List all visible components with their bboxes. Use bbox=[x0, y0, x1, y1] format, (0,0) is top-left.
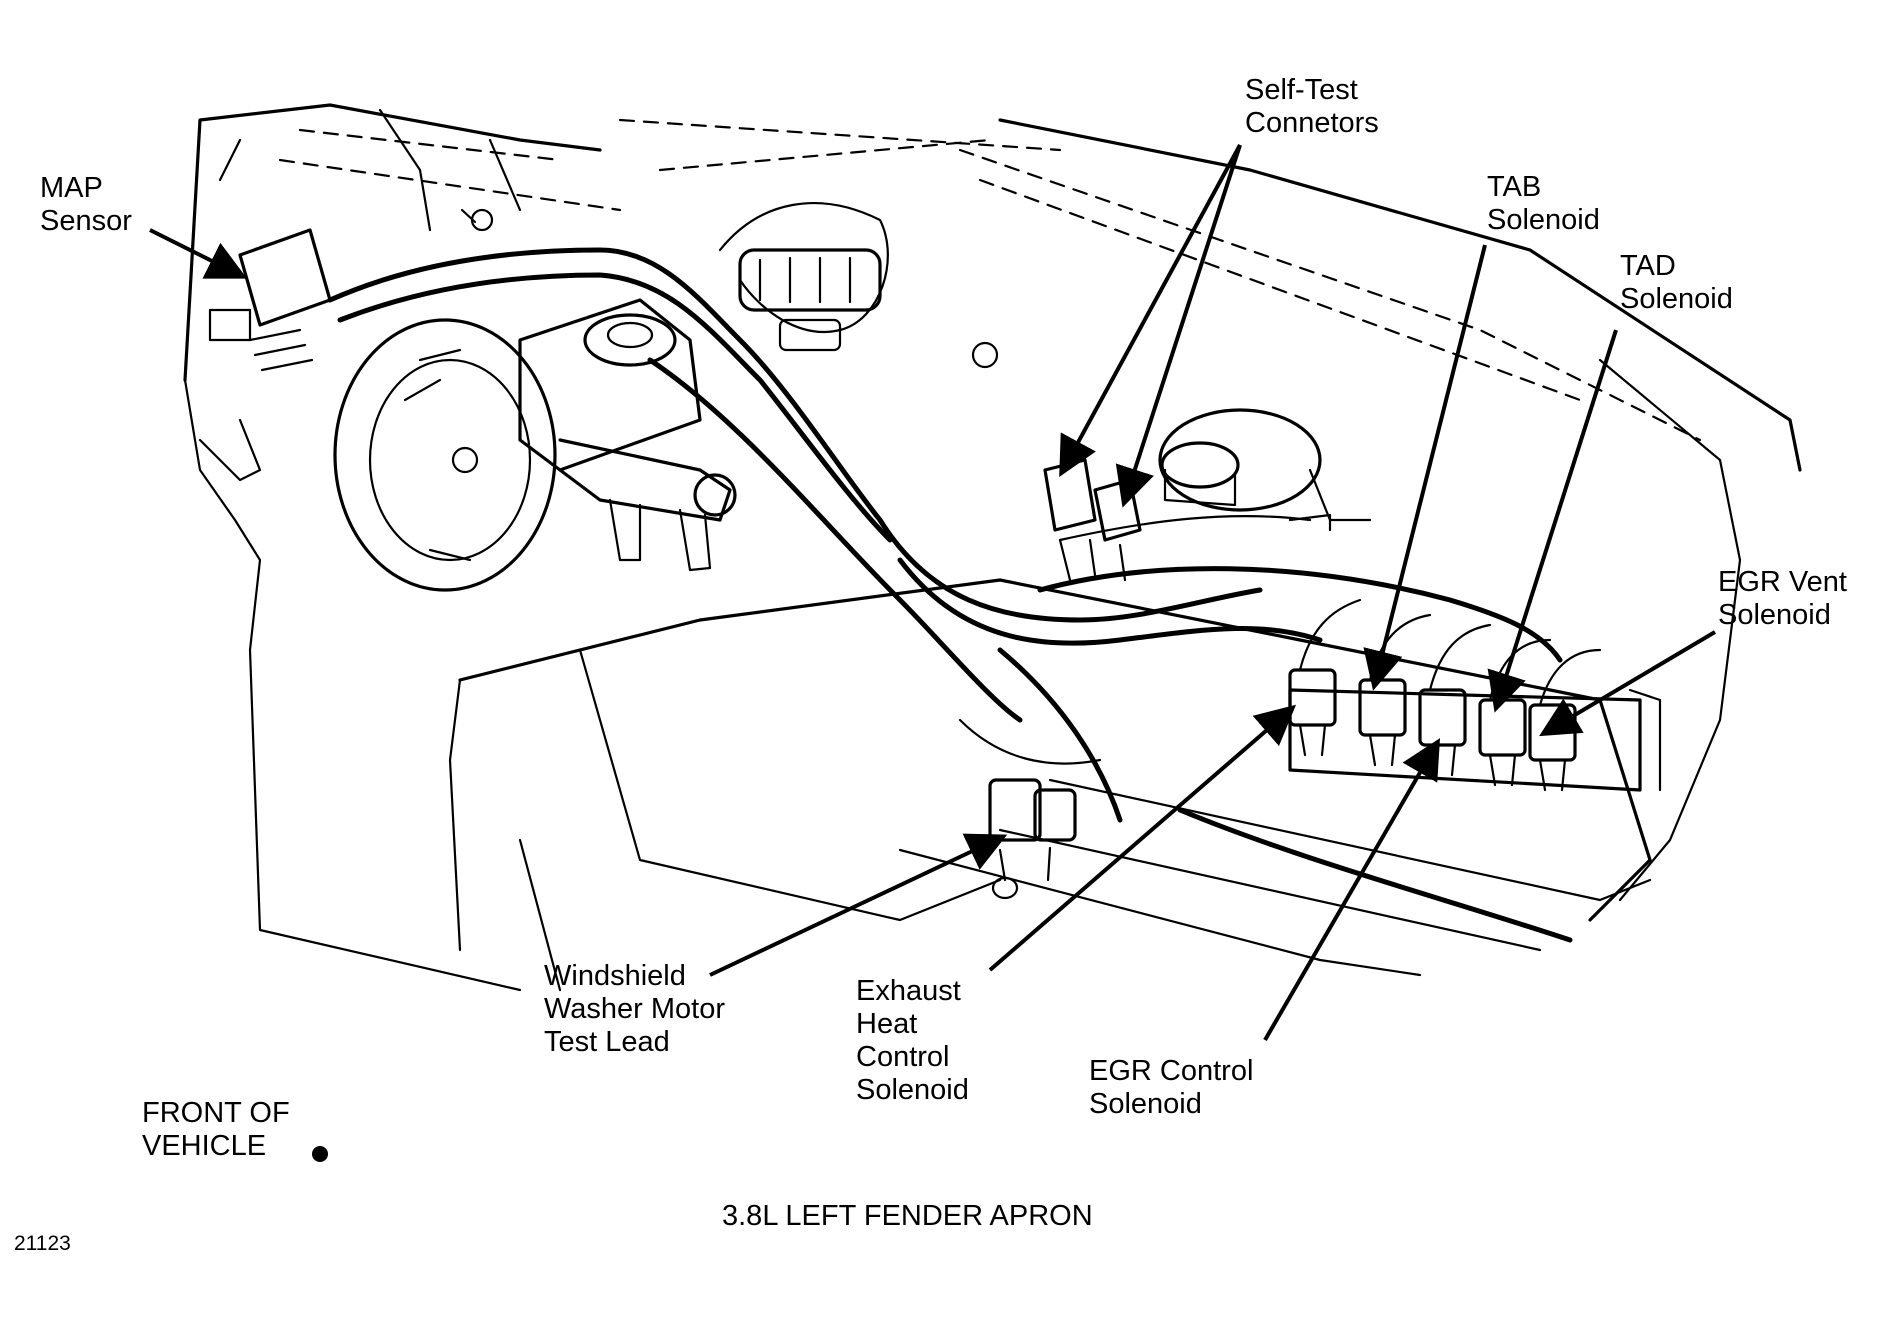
label-egr-control: EGR Control Solenoid bbox=[1089, 1055, 1254, 1120]
front-direction-marker bbox=[312, 1146, 328, 1162]
bolt bbox=[460, 208, 999, 369]
connector-cluster-upper bbox=[738, 248, 882, 352]
solenoid-tad bbox=[1478, 698, 1527, 787]
leader-egr-vent bbox=[1539, 630, 1717, 737]
leader-self-test-2 bbox=[1115, 144, 1242, 508]
label-windshield-washer: Windshield Washer Motor Test Lead bbox=[544, 960, 726, 1058]
label-self-test-connectors: Self-Test Connetors bbox=[1245, 74, 1379, 139]
label-front-of-vehicle: FRONT OF VEHICLE bbox=[142, 1097, 290, 1162]
leader-tad bbox=[1487, 329, 1618, 713]
label-map-sensor: MAP Sensor bbox=[40, 172, 132, 237]
figure-number: 21123 bbox=[14, 1232, 71, 1255]
master-cylinder bbox=[518, 298, 737, 572]
firewall-outline bbox=[183, 103, 1062, 992]
label-egr-vent-solenoid: EGR Vent Solenoid bbox=[1718, 566, 1847, 631]
map-sensor-part bbox=[208, 228, 332, 372]
self-test-connectors-part bbox=[1043, 458, 1142, 582]
leader-egr-control bbox=[1263, 738, 1441, 1042]
leader-exhaust-heat bbox=[988, 704, 1297, 972]
brake-booster bbox=[333, 318, 557, 592]
fender-apron-outline bbox=[448, 118, 1802, 992]
leader-tab bbox=[1363, 244, 1487, 691]
label-tad-solenoid: TAD Solenoid bbox=[1620, 250, 1733, 315]
reservoir-cap bbox=[1158, 408, 1372, 522]
leader-map-sensor bbox=[149, 228, 248, 279]
solenoid-rail bbox=[1288, 598, 1662, 792]
label-exhaust-heat: Exhaust Heat Control Solenoid bbox=[856, 975, 969, 1106]
wiring-harness bbox=[327, 202, 1573, 943]
leader-self-test-1 bbox=[1059, 144, 1242, 478]
solenoid-exhaust-heat bbox=[1288, 668, 1337, 757]
figure-caption: 3.8L LEFT FENDER APRON bbox=[722, 1200, 1093, 1232]
leader-windshield bbox=[709, 833, 1008, 977]
leader-lines bbox=[149, 144, 1717, 1042]
label-tab-solenoid: TAB Solenoid bbox=[1487, 171, 1600, 236]
washer-test-lead-part bbox=[988, 778, 1077, 900]
